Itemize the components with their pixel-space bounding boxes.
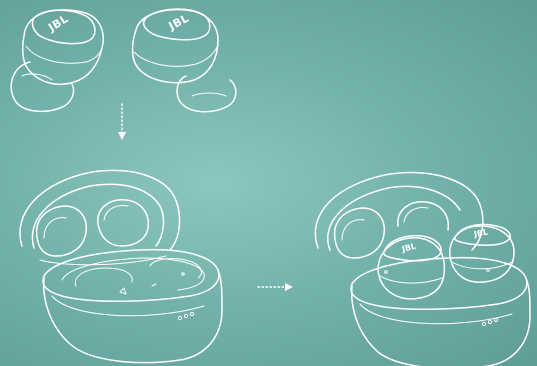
charging-case-with-earbuds: JBL JBL [315,173,530,366]
jbl-logo: JBL [472,228,489,239]
earbud-left: JBL [11,10,103,112]
down-arrow-icon [118,104,126,140]
charging-case-open [20,170,222,362]
earbud-right: JBL [133,9,236,112]
jbl-logo: JBL [166,11,192,33]
jbl-logo: JBL [45,12,71,35]
right-arrow-icon [258,283,293,291]
jbl-logo: JBL [400,242,417,254]
